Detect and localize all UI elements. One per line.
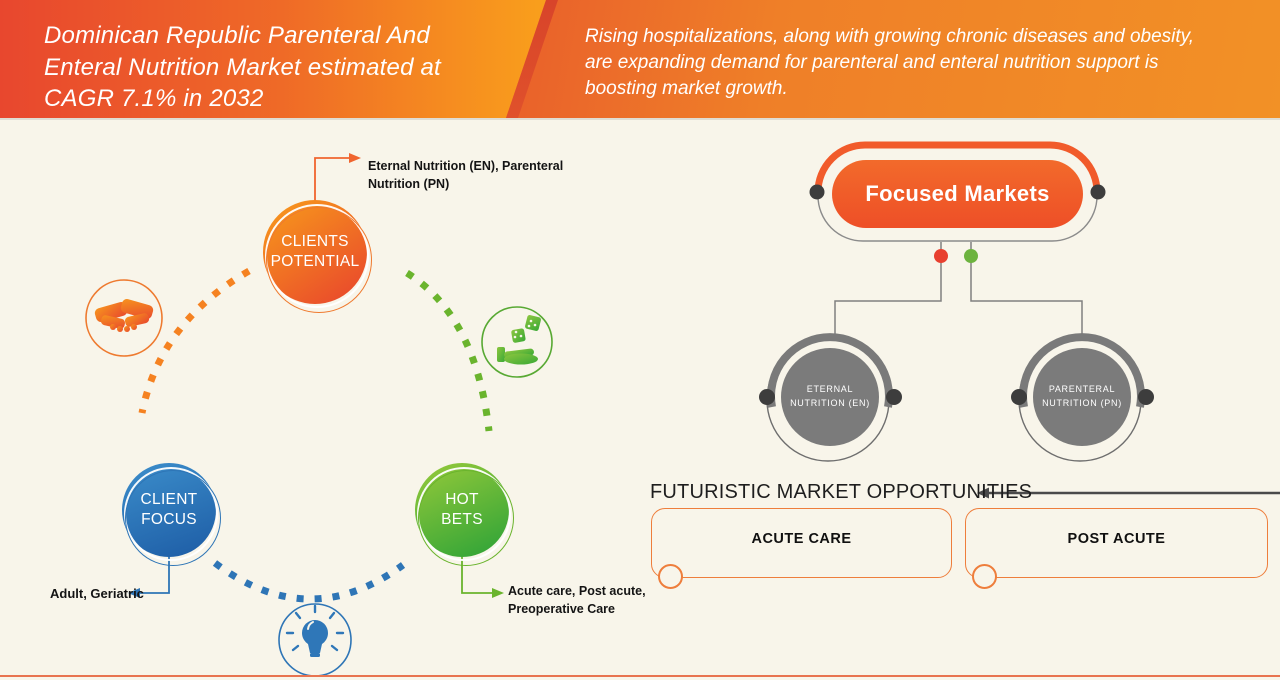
arrowhead-right-icon xyxy=(492,588,504,598)
hot-bets-annotation: Acute care, Post acute, Preoperative Car… xyxy=(508,584,646,617)
node-label: FOCUS xyxy=(141,511,197,528)
opportunity-label: ACUTE CARE xyxy=(751,531,852,547)
branch-left xyxy=(834,242,942,337)
opportunity-box-post-acute: POST ACUTE xyxy=(965,508,1268,589)
corner-circle-icon xyxy=(658,564,683,589)
focused-markets-pill: Focused Markets xyxy=(832,160,1083,228)
opportunity-label: POST ACUTE xyxy=(1067,531,1166,547)
focused-markets-label: Focused Markets xyxy=(865,181,1050,206)
clients-potential-annotation: Eternal Nutrition (EN), Parenteral Nutri… xyxy=(368,159,564,192)
dotted-arc-blue xyxy=(212,560,406,603)
node-label: BETS xyxy=(441,511,483,528)
pill-left-dot xyxy=(809,184,825,200)
label-line: NUTRITION (PN) xyxy=(1042,398,1122,409)
dotted-arc-orange xyxy=(138,267,251,414)
red-dot xyxy=(934,249,948,263)
node-label: CLIENT xyxy=(140,490,198,508)
arrowhead-right-icon xyxy=(349,153,361,163)
label-line: ETERNAL xyxy=(806,384,854,394)
node-hot-bets: HOT BETS xyxy=(415,463,509,557)
pill-right-dot xyxy=(1090,184,1106,200)
bottom-border-line xyxy=(0,675,1280,677)
node-clients-potential: CLIENTS POTENTIAL xyxy=(263,200,367,304)
banner-right-panel xyxy=(506,0,1280,118)
client-focus-annotation: Adult, Geriatric xyxy=(50,586,144,601)
green-dot xyxy=(964,249,978,263)
page-title: Dominican Republic Parenteral And Entera… xyxy=(44,22,441,113)
label-line: NUTRITION (EN) xyxy=(790,398,870,409)
label-line: PARENTERAL xyxy=(1048,384,1116,394)
banner-subtitle: Rising hospitalizations, along with grow… xyxy=(585,26,1195,100)
eternal-nutrition-label: ETERNAL NUTRITION (EN) xyxy=(778,382,882,411)
dice-in-hand-icon xyxy=(481,306,553,378)
handshake-icon xyxy=(85,279,163,357)
parenteral-nutrition-label: PARENTERAL NUTRITION (PN) xyxy=(1030,382,1134,411)
dotted-arc-green xyxy=(405,270,493,432)
opportunity-box-acute-care: ACUTE CARE xyxy=(651,508,952,589)
node-label: POTENTIAL xyxy=(270,253,360,270)
opportunities-heading: FUTURISTIC MARKET OPPORTUNITIES xyxy=(650,481,1033,503)
node-label: CLIENTS xyxy=(281,232,349,250)
node-client-focus: CLIENT FOCUS xyxy=(122,463,216,557)
branch-right xyxy=(970,242,1083,337)
clients-potential-connector xyxy=(314,157,349,201)
node-label: HOT xyxy=(445,490,479,508)
corner-circle-icon xyxy=(972,564,997,589)
lightbulb-icon xyxy=(278,603,352,677)
header-banner: Dominican Republic Parenteral And Entera… xyxy=(0,0,1280,118)
